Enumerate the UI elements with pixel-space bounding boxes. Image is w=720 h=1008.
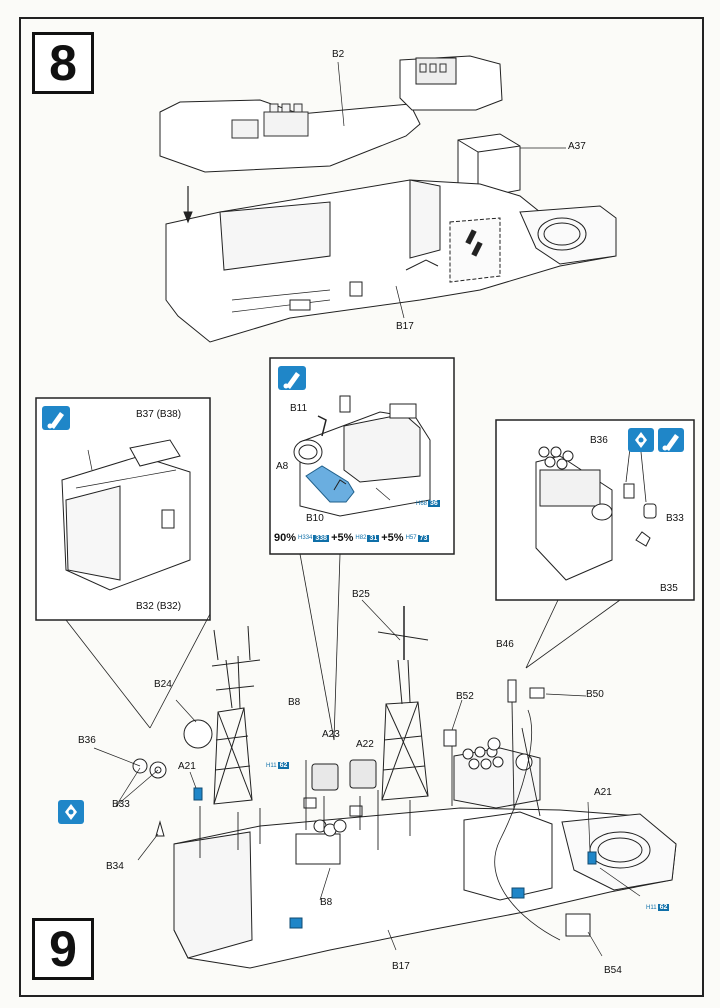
helideck: [519, 205, 617, 265]
paint-inset: [269, 357, 455, 555]
label-b10: B10: [306, 513, 324, 524]
paint-icon: [42, 406, 70, 430]
b10-part: [305, 465, 355, 503]
color-code: 57: [409, 535, 417, 541]
color-prefix: H: [405, 535, 410, 541]
label-b36-inset: B36: [590, 435, 608, 446]
a21-right-part: [587, 851, 597, 865]
color-code: 82: [359, 535, 367, 541]
color-code: 68: [420, 500, 428, 507]
step8-drawing: [159, 55, 617, 343]
label-a21-right: A21: [594, 787, 612, 798]
step-number-8: 8: [32, 32, 94, 94]
label-a8: A8: [276, 461, 289, 472]
color-number: 73: [417, 534, 430, 542]
color-code: 334: [302, 535, 313, 541]
label-b2: B2: [332, 49, 345, 60]
label-b25: B25: [352, 589, 370, 600]
forward-mast: [213, 707, 253, 805]
label-a37: A37: [568, 141, 586, 152]
mix-percent-1: 90%: [274, 532, 297, 544]
cement-icon: [628, 428, 654, 452]
label-b17-bottom: B17: [392, 961, 410, 972]
label-b46: B46: [496, 639, 514, 650]
label-b33-inset: B33: [666, 513, 684, 524]
a21-left-part: [193, 787, 203, 801]
label-b8-lower: B8: [320, 897, 333, 908]
b34-part: [155, 820, 165, 837]
label-b32: B32 (B32): [136, 601, 182, 612]
color-number: 62: [657, 904, 670, 911]
step9-drawing: [93, 599, 677, 969]
label-b50: B50: [586, 689, 604, 700]
color-prefix: H: [355, 535, 360, 541]
step-number-9: 9: [32, 918, 94, 980]
color-number: 31: [367, 534, 380, 542]
color-prefix: H: [298, 535, 303, 541]
b24-dome: [183, 719, 213, 749]
label-a21-left: A21: [178, 761, 196, 772]
label-a23: A23: [322, 729, 340, 740]
color-prefix: H: [266, 762, 271, 769]
color-number: 36: [428, 500, 440, 507]
color-code: 11: [270, 762, 277, 769]
color-prefix: H: [646, 904, 651, 911]
cement-icon: [58, 800, 84, 824]
label-b34: B34: [106, 861, 124, 872]
label-b24: B24: [154, 679, 172, 690]
page-frame: [19, 17, 704, 997]
a8-part: [293, 439, 323, 465]
label-b8-upper: B8: [288, 697, 301, 708]
color-number: 338: [313, 534, 330, 542]
label-b54: B54: [604, 965, 622, 976]
aft-mast: [381, 701, 429, 801]
label-b35: B35: [660, 583, 678, 594]
right-inset: [495, 419, 695, 669]
label-b33-main: B33: [112, 799, 130, 810]
label-b11: B11: [290, 403, 308, 414]
label-b52: B52: [456, 691, 474, 702]
helideck-main: [561, 813, 677, 891]
label-b17-top: B17: [396, 321, 414, 332]
color-code: 11: [650, 904, 657, 911]
label-b37: B37 (B38): [136, 409, 182, 420]
paint-icon: [278, 366, 306, 390]
label-a22: A22: [356, 739, 374, 750]
paint-icon: [658, 428, 684, 452]
label-b36-main: B36: [78, 735, 96, 746]
mix-operator-2: +5%: [381, 532, 404, 544]
color-number: 62: [277, 762, 290, 769]
color-prefix: H: [416, 500, 421, 507]
mix-operator-1: +5%: [331, 532, 354, 544]
left-inset: [35, 397, 211, 729]
